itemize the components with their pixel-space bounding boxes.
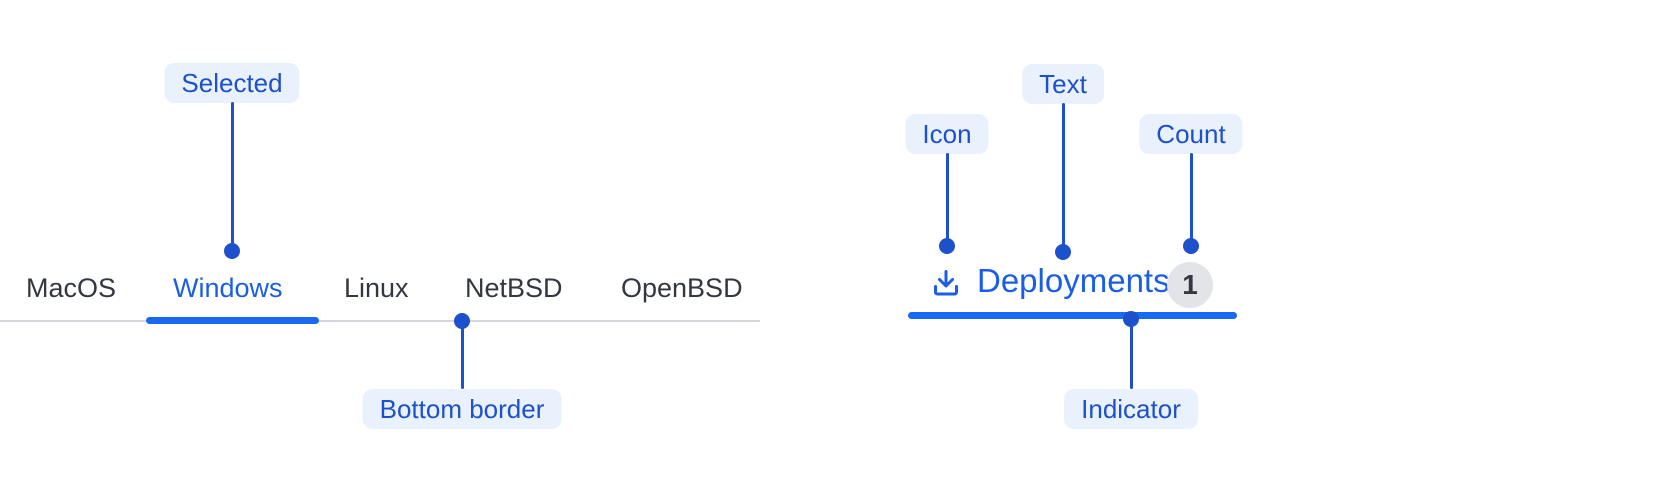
annotation-text-dot (1055, 244, 1071, 260)
annotation-count-label: Count (1139, 114, 1243, 154)
annotation-count-line (1189, 153, 1193, 239)
annotation-icon-label: Icon (905, 114, 989, 154)
tab-deployments[interactable]: Deployments (977, 262, 1170, 299)
tabbar-bottom-border (0, 320, 760, 322)
annotation-selected-dot (224, 243, 240, 259)
annotation-icon-dot (939, 238, 955, 254)
download-icon (930, 267, 962, 299)
selection-indicator (908, 312, 1237, 319)
annotation-indicator-label: Indicator (1064, 389, 1198, 429)
annotation-text-line (1061, 103, 1065, 245)
annotation-selected-line (230, 102, 234, 244)
count-badge: 1 (1167, 262, 1213, 308)
annotation-bottom-border-line (460, 321, 464, 389)
annotation-count-dot (1183, 238, 1199, 254)
tab-linux[interactable]: Linux (344, 273, 409, 303)
selected-tab-underline (146, 317, 319, 324)
tab-openbsd[interactable]: OpenBSD (621, 273, 743, 303)
annotation-selected-label: Selected (164, 63, 300, 103)
annotation-bottom-border-label: Bottom border (362, 389, 562, 429)
tab-netbsd[interactable]: NetBSD (465, 273, 563, 303)
annotation-indicator-line (1129, 319, 1133, 389)
tab-macos[interactable]: MacOS (26, 273, 117, 303)
tab-windows-selected[interactable]: Windows (173, 273, 283, 303)
annotation-icon-line (945, 153, 949, 239)
annotation-text-label: Text (1022, 64, 1104, 104)
